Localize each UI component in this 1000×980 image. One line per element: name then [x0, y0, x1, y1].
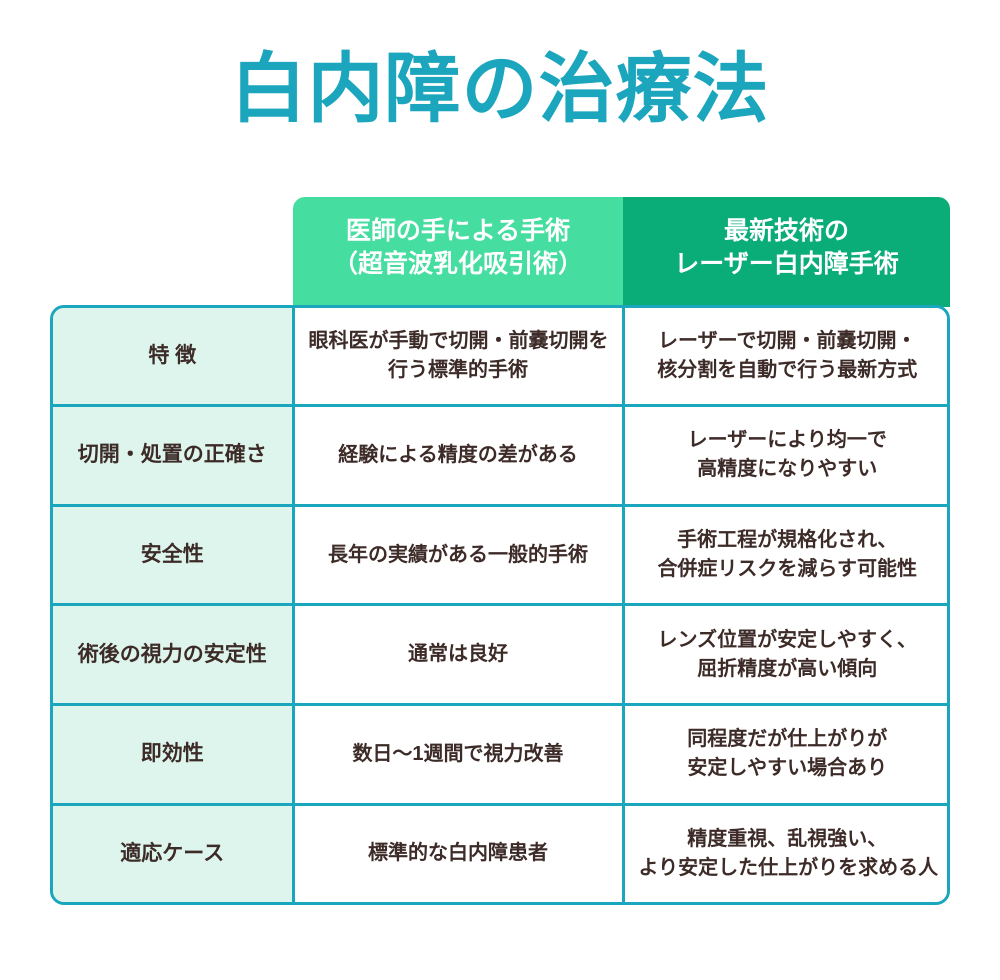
table-column-headers: 医師の手による手術 （超音波乳化吸引術） 最新技術の レーザー白内障手術: [293, 197, 950, 307]
cell-line: 合併症リスクを減らす可能性: [657, 558, 918, 581]
cell-line: 核分割を自動で行う最新方式: [657, 359, 918, 382]
cell-line: レーザーにより均一で: [687, 429, 887, 452]
cell-line: 行う標準的手術: [388, 359, 528, 382]
cell-line: 標準的な白内障患者: [368, 842, 548, 865]
column-header-laser-surgery: 最新技術の レーザー白内障手術: [623, 197, 950, 307]
cell-manual: 経験による精度の差がある: [293, 405, 625, 507]
cell-manual: 長年の実績がある一般的手術: [293, 505, 625, 607]
row-label: 安全性: [53, 505, 295, 607]
cell-laser: 精度重視、乱視強い、 より安定した仕上がりを求める人: [623, 804, 947, 902]
table-row: 安全性 長年の実績がある一般的手術 手術工程が規格化され、 合併症リスクを減らす…: [53, 505, 947, 607]
cell-line: 精度重視、乱視強い、: [687, 827, 888, 850]
cell-laser: レーザーで切開・前嚢切開・ 核分割を自動で行う最新方式: [623, 308, 947, 408]
cell-line: より安定した仕上がりを求める人: [638, 856, 939, 879]
cell-laser: 同程度だが仕上がりが 安定しやすい場合あり: [623, 704, 947, 806]
cell-line: 屈折精度が高い傾向: [697, 657, 878, 680]
cell-laser: レーザーにより均一で 高精度になりやすい: [623, 405, 947, 507]
cell-line: 数日〜1週間で視力改善: [352, 742, 564, 765]
column-header-manual-line2: （超音波乳化吸引術）: [332, 250, 583, 278]
cell-laser: 手術工程が規格化され、 合併症リスクを減らす可能性: [623, 505, 947, 607]
row-label: 切開・処置の正確さ: [53, 405, 295, 507]
column-header-laser-line2: レーザー白内障手術: [674, 250, 899, 278]
table-row: 切開・処置の正確さ 経験による精度の差がある レーザーにより均一で 高精度になり…: [53, 405, 947, 507]
cell-line: 眼科医が手動で切開・前嚢切開を: [308, 330, 609, 353]
cell-line: 長年の実績がある一般的手術: [328, 543, 588, 566]
page-title: 白内障の治療法: [230, 47, 770, 132]
column-header-laser-line1: 最新技術の: [723, 217, 849, 245]
table-row: 特 徴 眼科医が手動で切開・前嚢切開を 行う標準的手術 レーザーで切開・前嚢切開…: [53, 308, 947, 408]
column-header-manual-line1: 医師の手による手術: [345, 217, 571, 245]
row-label: 適応ケース: [53, 804, 295, 902]
cell-manual: 数日〜1週間で視力改善: [293, 704, 625, 806]
comparison-table-body: 特 徴 眼科医が手動で切開・前嚢切開を 行う標準的手術 レーザーで切開・前嚢切開…: [53, 308, 947, 902]
comparison-table: 特 徴 眼科医が手動で切開・前嚢切開を 行う標準的手術 レーザーで切開・前嚢切開…: [53, 308, 947, 902]
row-label: 即効性: [53, 704, 295, 806]
table-row: 即効性 数日〜1週間で視力改善 同程度だが仕上がりが 安定しやすい場合あり: [53, 704, 947, 806]
table-row: 適応ケース 標準的な白内障患者 精度重視、乱視強い、 より安定した仕上がりを求め…: [53, 804, 947, 902]
cell-line: 高精度になりやすい: [697, 458, 878, 481]
cell-line: 通常は良好: [408, 643, 508, 666]
cell-manual: 標準的な白内障患者: [293, 804, 625, 902]
cell-line: レンズ位置が安定しやすく、: [657, 628, 917, 651]
cell-line: 経験による精度の差がある: [338, 443, 578, 466]
table-row: 術後の視力の安定性 通常は良好 レンズ位置が安定しやすく、 屈折精度が高い傾向: [53, 604, 947, 707]
cell-line: レーザーで切開・前嚢切開・: [658, 330, 917, 353]
column-header-manual-surgery: 医師の手による手術 （超音波乳化吸引術）: [293, 197, 623, 307]
cell-line: 安定しやすい場合あり: [687, 757, 888, 780]
cell-manual: 通常は良好: [293, 604, 625, 707]
row-label: 特 徴: [53, 308, 295, 408]
cell-manual: 眼科医が手動で切開・前嚢切開を 行う標準的手術: [293, 308, 625, 408]
row-label: 術後の視力の安定性: [53, 604, 295, 707]
cell-line: 手術工程が規格化され、: [677, 529, 898, 552]
cell-laser: レンズ位置が安定しやすく、 屈折精度が高い傾向: [623, 604, 947, 707]
cell-line: 同程度だが仕上がりが: [687, 728, 888, 751]
comparison-table-container: 特 徴 眼科医が手動で切開・前嚢切開を 行う標準的手術 レーザーで切開・前嚢切開…: [50, 305, 950, 905]
